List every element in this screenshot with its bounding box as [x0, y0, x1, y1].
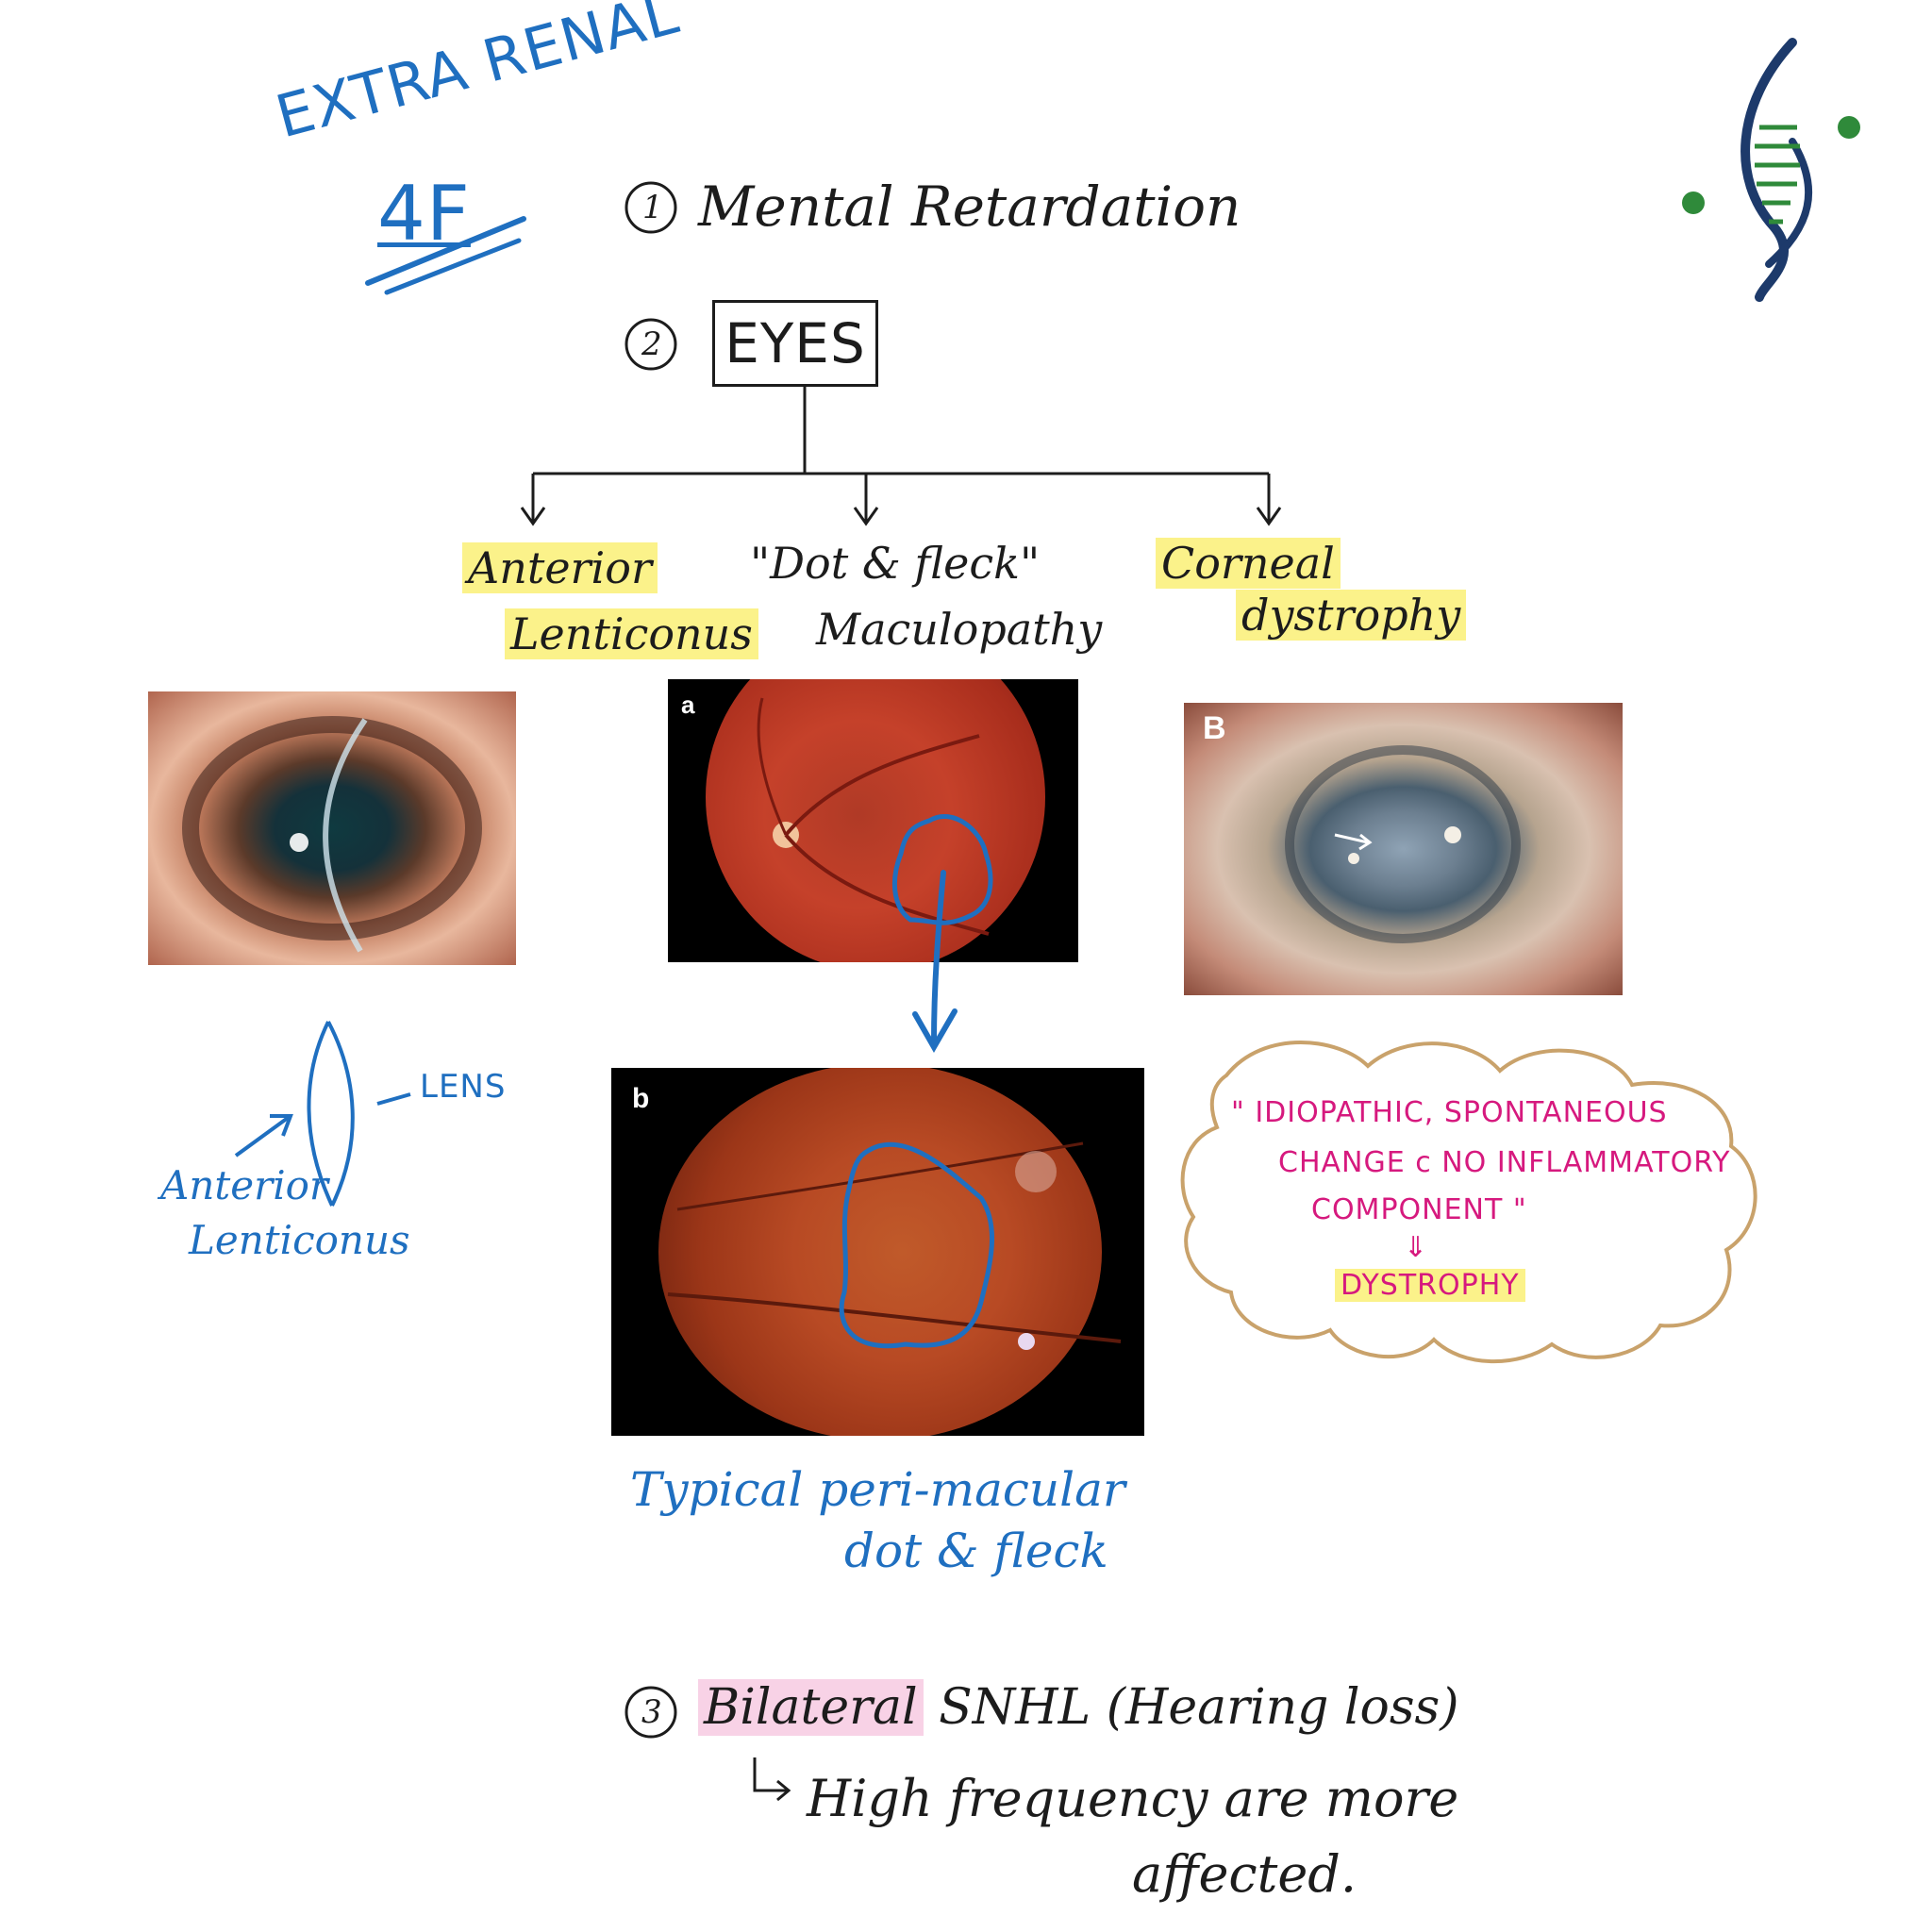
photo-anterior-lenticonus [148, 691, 516, 965]
cloud-result: DYSTROPHY [1335, 1269, 1525, 1302]
branch-center-line2: Maculopathy [816, 604, 1103, 655]
item-3-sub1: High frequency are more [807, 1769, 1459, 1828]
cloud-line1: " IDIOPATHIC, SPONTANEOUS [1231, 1096, 1668, 1129]
dna-helix-icon [1682, 38, 1860, 302]
number-3-circle [625, 1686, 677, 1739]
title-line2: 4F [377, 170, 471, 258]
caption-line1: Typical peri-macular [630, 1462, 1125, 1517]
caption-line2: dot & fleck [844, 1524, 1108, 1578]
branch-center-line1: "Dot & fleck" [750, 538, 1041, 589]
branch-right-line1: Corneal [1156, 538, 1341, 589]
lens-label: LENS [420, 1068, 507, 1106]
label-a: a [681, 691, 695, 719]
cloud-line3: COMPONENT " [1311, 1193, 1527, 1226]
branch-left-line1: Anterior [462, 542, 658, 593]
item-3-sub2: affected. [1132, 1844, 1357, 1904]
item-1-text: Mental Retardation [698, 175, 1241, 239]
photo-fundus-b: b [611, 1068, 1144, 1436]
branch-right-line2: dystrophy [1236, 590, 1467, 641]
label-b: b [632, 1083, 650, 1114]
branch-left-line2: Lenticonus [505, 608, 758, 659]
cloud-line2: CHANGE c NO INFLAMMATORY [1278, 1146, 1731, 1179]
number-1: 1 [642, 189, 663, 226]
number-2: 2 [641, 325, 662, 363]
lens-diagram-line2: Lenticonus [189, 1217, 410, 1263]
number-3: 3 [641, 1693, 662, 1731]
return-arrow-icon [753, 1757, 791, 1802]
number-2-circle [625, 318, 677, 371]
number-1-circle [625, 181, 677, 234]
photo-corneal-dystrophy: B [1184, 703, 1623, 995]
item-3-text: Bilateral SNHL (Hearing loss) [698, 1679, 1459, 1736]
label-B: B [1203, 710, 1226, 746]
lens-diagram-line1: Anterior [160, 1162, 328, 1208]
photo-fundus-a: a [668, 679, 1078, 962]
eyes-box: EYES [712, 300, 878, 387]
cloud-arrow: ⇓ [1404, 1231, 1428, 1264]
